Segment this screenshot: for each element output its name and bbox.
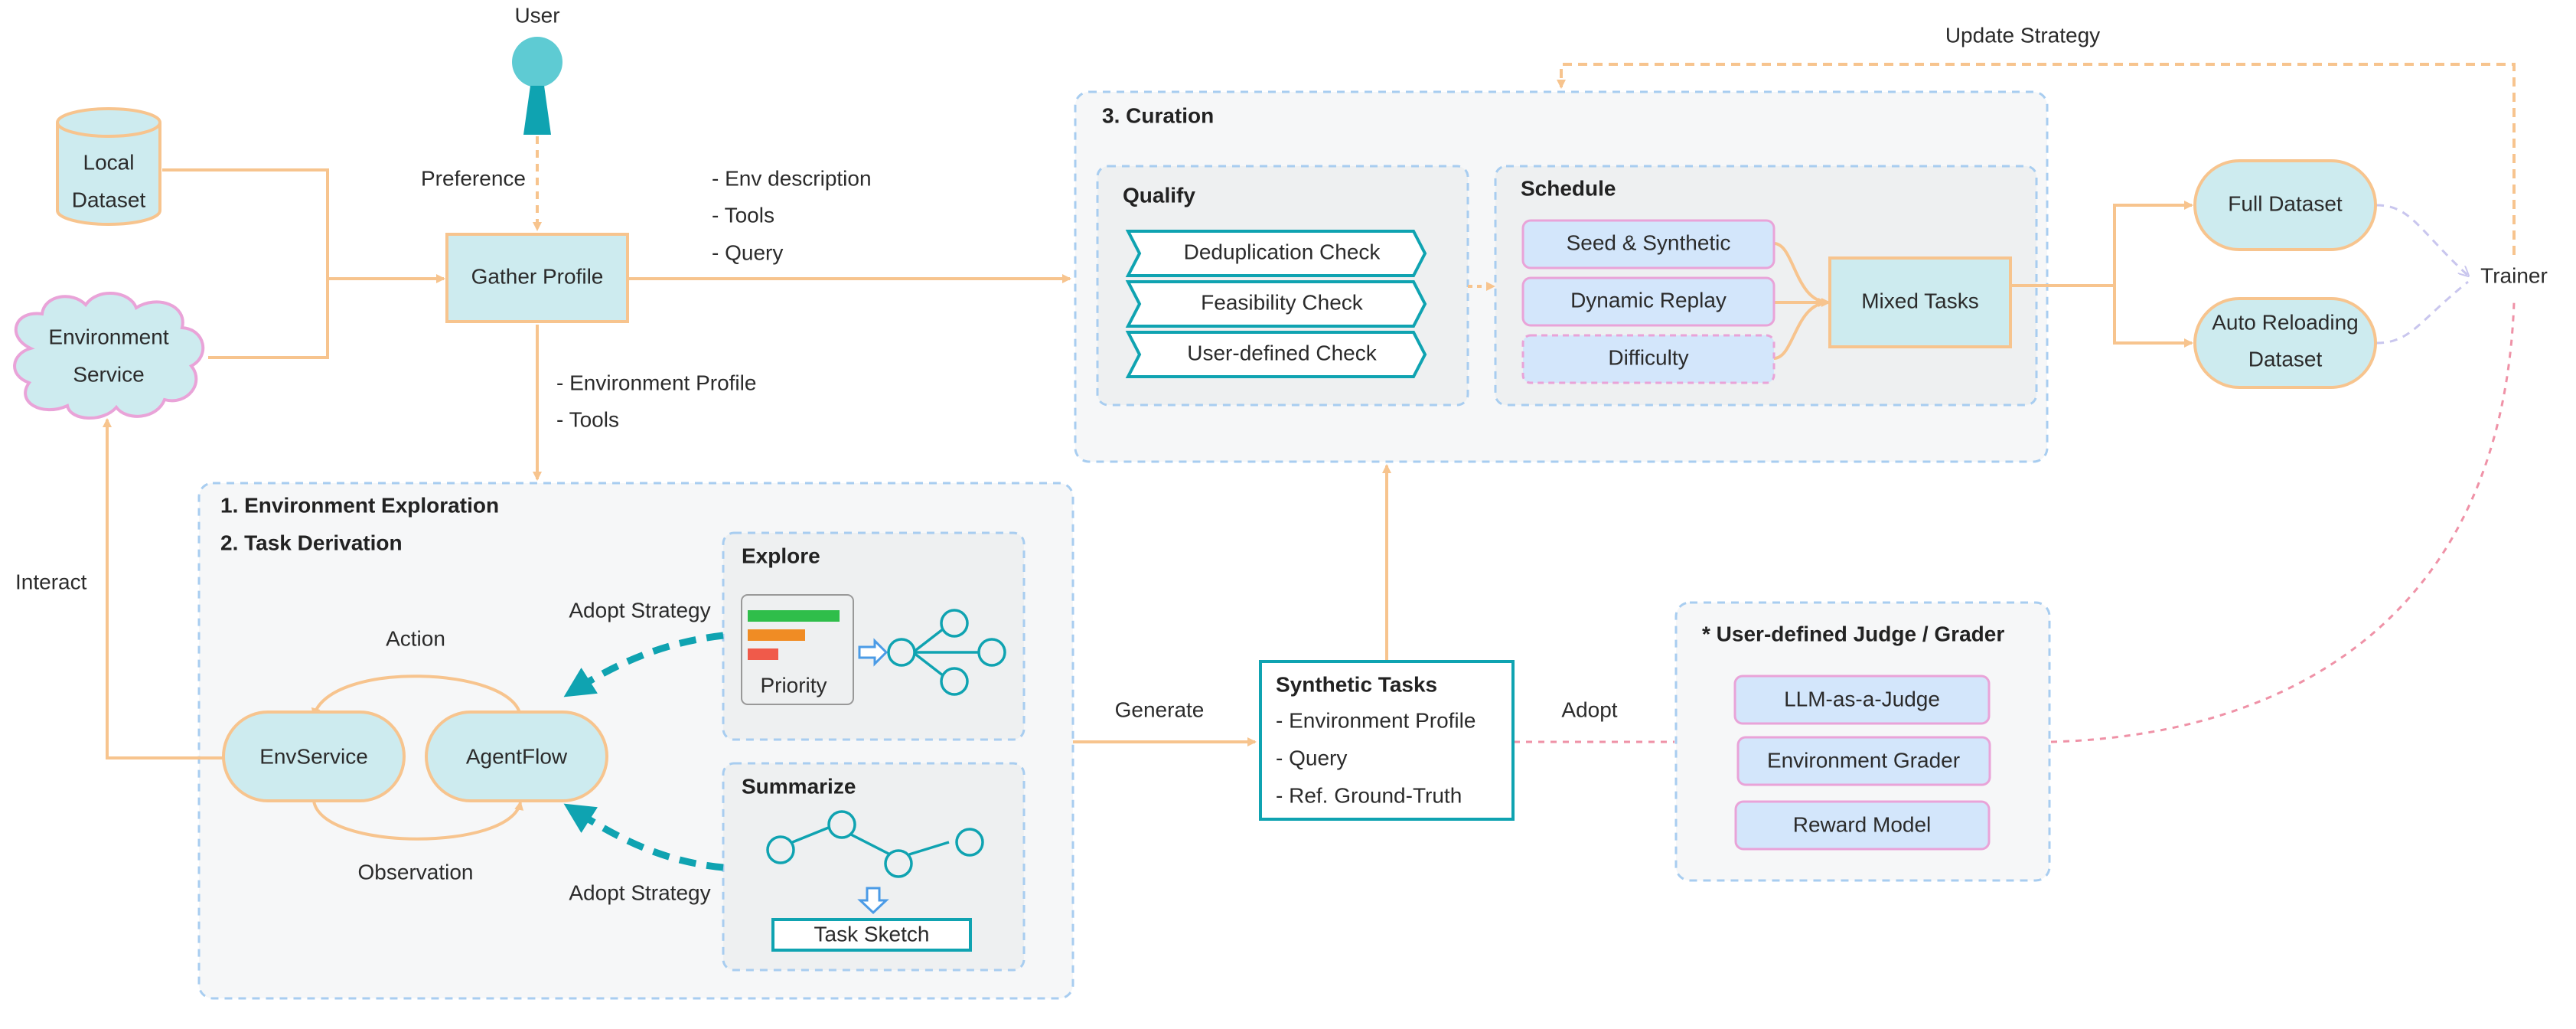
user-label: User — [514, 3, 559, 27]
profile-down-tools: - Tools — [556, 407, 619, 431]
exploration-title-2: 2. Task Derivation — [220, 531, 403, 554]
env-to-gather-line — [208, 274, 445, 359]
qualify-feasibility-label: Feasibility Check — [1201, 290, 1364, 314]
profile-output-env: - Env description — [712, 166, 872, 190]
qualify-item-userdef — [1125, 331, 1427, 378]
explore-title: Explore — [742, 544, 820, 567]
envservice-to-env-arrow — [103, 418, 223, 760]
priority-label: Priority — [760, 673, 827, 697]
interact-label: Interact — [15, 570, 87, 593]
adopt-strategy-bottom-label: Adopt Strategy — [569, 880, 710, 904]
profile-output-tools: - Tools — [712, 203, 774, 227]
auto-to-trainer-line — [2375, 280, 2469, 345]
full-dataset-label: Full Dataset — [2228, 191, 2343, 215]
qualify-item-dedup — [1125, 230, 1427, 277]
envservice-node — [222, 710, 406, 802]
qualify-item-feasibility — [1125, 280, 1427, 328]
judge-item-llm — [1733, 675, 1991, 725]
qualify-title: Qualify — [1123, 183, 1195, 207]
user-icon — [512, 37, 562, 135]
qualify-dedup-label: Deduplication Check — [1184, 240, 1381, 263]
trainer-label: Trainer — [2480, 263, 2548, 287]
synthetic-item-query: - Query — [1276, 746, 1347, 769]
judge-item-reward-label: Reward Model — [1793, 812, 1932, 836]
action-label: Action — [386, 626, 445, 650]
schedule-title: Schedule — [1521, 176, 1616, 200]
task-sketch-node — [771, 918, 972, 952]
adopt-strategy-top-arrow — [563, 632, 724, 697]
judge-to-trainer-line — [2050, 302, 2516, 743]
local-dataset-line2: Dataset — [72, 188, 146, 211]
update-strategy-label: Update Strategy — [1945, 23, 2100, 47]
schedule-item-replay — [1521, 276, 1775, 327]
environment-service-cloud — [13, 292, 205, 420]
judge-item-reward — [1734, 800, 1991, 851]
synthetic-item-profile: - Environment Profile — [1276, 708, 1475, 732]
synthetic-tasks-node — [1259, 660, 1515, 821]
agentflow-label: AgentFlow — [466, 744, 568, 768]
curation-title: 3. Curation — [1102, 103, 1214, 127]
observation-label: Observation — [358, 860, 474, 884]
summarize-title: Summarize — [742, 774, 856, 798]
gather-profile-node — [445, 233, 629, 323]
preference-label: Preference — [421, 166, 526, 190]
schedule-seed-label: Seed & Synthetic — [1567, 230, 1731, 254]
synthetic-tasks-title: Synthetic Tasks — [1276, 672, 1437, 696]
local-dataset-icon — [56, 107, 161, 226]
adopt-strategy-top-label: Adopt Strategy — [569, 598, 710, 622]
judge-item-grader — [1736, 736, 1991, 786]
judge-item-grader-label: Environment Grader — [1767, 748, 1960, 772]
update-strategy-line — [1557, 63, 2516, 255]
auto-dataset-line1: Auto Reloading — [2212, 310, 2358, 334]
difficulty-to-mixed-line — [1773, 301, 1830, 360]
summarize-down-arrow-icon — [857, 887, 889, 915]
qualify-userdef-label: User-defined Check — [1187, 341, 1377, 364]
priority-card — [741, 594, 854, 705]
observation-arc — [312, 800, 524, 841]
schedule-item-difficulty — [1521, 334, 1775, 384]
explore-arrow-icon — [858, 638, 889, 667]
adopt-label: Adopt — [1561, 697, 1617, 721]
synthetic-item-groundtruth: - Ref. Ground-Truth — [1276, 783, 1462, 807]
gather-profile-label: Gather Profile — [471, 264, 604, 288]
env-service-line1: Environment — [48, 325, 168, 348]
judge-item-llm-label: LLM-as-a-Judge — [1784, 687, 1940, 710]
mixed-tasks-label: Mixed Tasks — [1861, 289, 1979, 312]
split-to-auto-arrow — [2113, 286, 2193, 348]
agentflow-node — [425, 710, 608, 802]
judge-title: * User-defined Judge / Grader — [1702, 622, 2004, 645]
priority-bar-mid — [748, 629, 805, 641]
schedule-replay-label: Dynamic Replay — [1570, 288, 1727, 312]
split-to-full-arrow — [2113, 201, 2193, 286]
schedule-item-seed — [1521, 219, 1775, 270]
auto-dataset-line2: Dataset — [2248, 347, 2323, 371]
envservice-label: EnvService — [259, 744, 368, 768]
profile-down-env: - Environment Profile — [556, 371, 756, 394]
mixed-tasks-node — [1828, 256, 2012, 348]
priority-bar-high — [748, 610, 840, 622]
priority-bar-low — [748, 648, 778, 660]
local-to-gather-line — [162, 168, 329, 279]
local-dataset-line1: Local — [83, 150, 135, 174]
explore-graph-icon — [887, 609, 1006, 696]
task-sketch-label: Task Sketch — [814, 922, 930, 946]
exploration-title-1: 1. Environment Exploration — [220, 493, 499, 517]
profile-output-query: - Query — [712, 240, 783, 264]
full-dataset-node — [2193, 159, 2377, 251]
full-to-trainer-line — [2375, 204, 2468, 276]
env-service-line2: Service — [73, 362, 144, 386]
auto-reloading-dataset-node — [2193, 297, 2377, 389]
summarize-graph-icon — [766, 810, 984, 878]
schedule-difficulty-label: Difficulty — [1608, 345, 1688, 369]
action-arc — [311, 675, 522, 717]
adopt-strategy-bottom-arrow — [563, 803, 724, 871]
generate-label: Generate — [1115, 697, 1205, 721]
